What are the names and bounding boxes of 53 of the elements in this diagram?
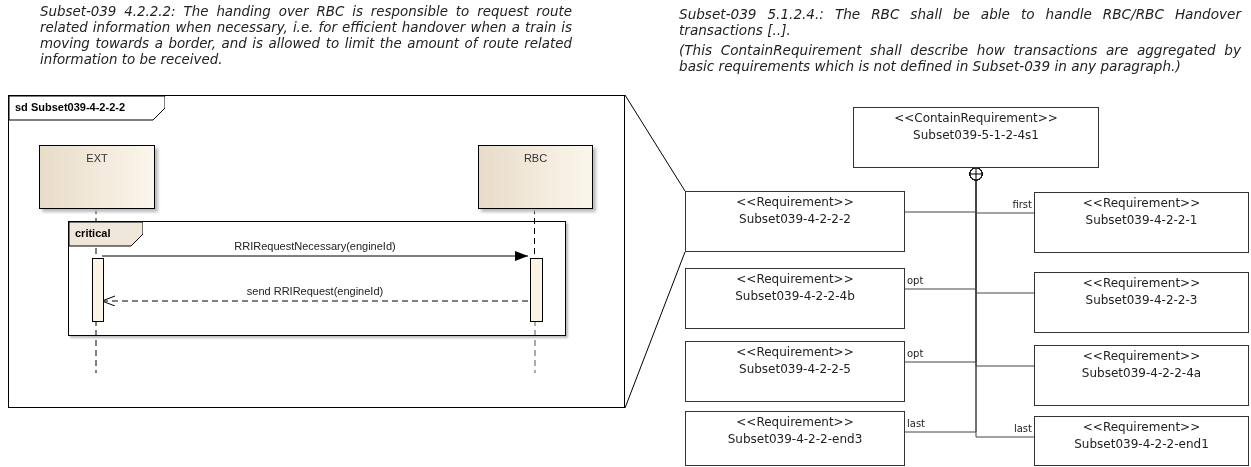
- edge-label: first: [1012, 198, 1032, 212]
- edge-label: send RRIRequest(engineId): [245, 284, 385, 298]
- stereotype-label: <<Requirement>>: [736, 344, 854, 361]
- requirement-box: [685, 411, 905, 466]
- stereotype-label: <<ContainRequirement>>: [894, 110, 1058, 127]
- stereotype-label: <<Requirement>>: [1082, 275, 1201, 292]
- requirement-name: Subset039-4-2-2-1: [1085, 212, 1198, 229]
- stereotype-label: <<Requirement>>: [1082, 348, 1201, 365]
- activation-bar: [530, 258, 543, 322]
- lifeline: [534, 207, 535, 257]
- requirement-name: Subset039-4-2-2-end3: [727, 431, 863, 448]
- requirement-box: [1034, 272, 1249, 333]
- edge-label: RRIRequestNecessary(engineId): [233, 239, 397, 253]
- requirement-note: Subset-039 4.2.2.2: The handing over RBC is responsible to request route related information when necessary, i.e. for efficient handover when a train is moving towards a border, and is allowed to limit the amount of route related information to be received.: [40, 4, 572, 68]
- requirement-name: Subset039-4-2-2-4a: [1081, 365, 1202, 382]
- edge-label: opt: [907, 347, 924, 361]
- requirement-box: [1034, 345, 1249, 406]
- requirement-name: Subset039-4-2-2-2: [739, 211, 851, 228]
- requirement-box: [1034, 192, 1249, 253]
- frame-title: sd Subset039-4-2-2-2: [15, 100, 126, 114]
- sequence-diagram-frame: [8, 95, 625, 408]
- stereotype-label: <<Requirement>>: [736, 414, 854, 431]
- requirement-box: [1034, 416, 1249, 466]
- containment-line: [969, 167, 1035, 438]
- requirement-name: Subset039-4-2-2-3: [1085, 292, 1198, 309]
- zoom-line: [624, 251, 686, 409]
- requirement-note: (This ContainRequirement shall describe how transactions are aggregated by basic requirements which is not defined in Subset-039 in any paragraph.): [679, 42, 1241, 74]
- lifeline-head: [478, 145, 593, 209]
- requirement-note: Subset-039 5.1.2.4.: The RBC shall be able to handle RBC/RBC Handover transactions [..].: [679, 6, 1241, 38]
- requirement-box: [685, 341, 905, 402]
- stereotype-label: <<Requirement>>: [1082, 419, 1201, 436]
- stereotype-label: <<Requirement>>: [1082, 195, 1201, 212]
- stereotype-label: <<Requirement>>: [736, 271, 854, 288]
- combined-fragment: [68, 221, 566, 336]
- requirement-box: [685, 191, 905, 252]
- edge-label: last: [1013, 422, 1032, 436]
- lifeline-name: RBC: [523, 151, 548, 166]
- message-arrow: [101, 251, 529, 261]
- frame-title: critical: [75, 226, 111, 240]
- edge-label: opt: [907, 274, 924, 288]
- activation-bar: [92, 258, 104, 322]
- requirement-name: Subset039-4-2-2-end1: [1074, 436, 1209, 453]
- zoom-line: [624, 94, 686, 192]
- lifeline-head: [39, 145, 155, 209]
- message-arrow: [101, 295, 529, 307]
- requirement-name: Subset039-4-2-2-5: [739, 361, 851, 378]
- stereotype-label: <<Requirement>>: [736, 194, 854, 211]
- requirement-name: Subset039-4-2-2-4b: [735, 288, 855, 305]
- lifeline-name: EXT: [86, 151, 108, 166]
- requirement-box: [853, 107, 1099, 168]
- edge-label: last: [907, 417, 926, 431]
- requirement-box: [685, 268, 905, 329]
- requirement-name: Subset039-5-1-2-4s1: [913, 127, 1039, 144]
